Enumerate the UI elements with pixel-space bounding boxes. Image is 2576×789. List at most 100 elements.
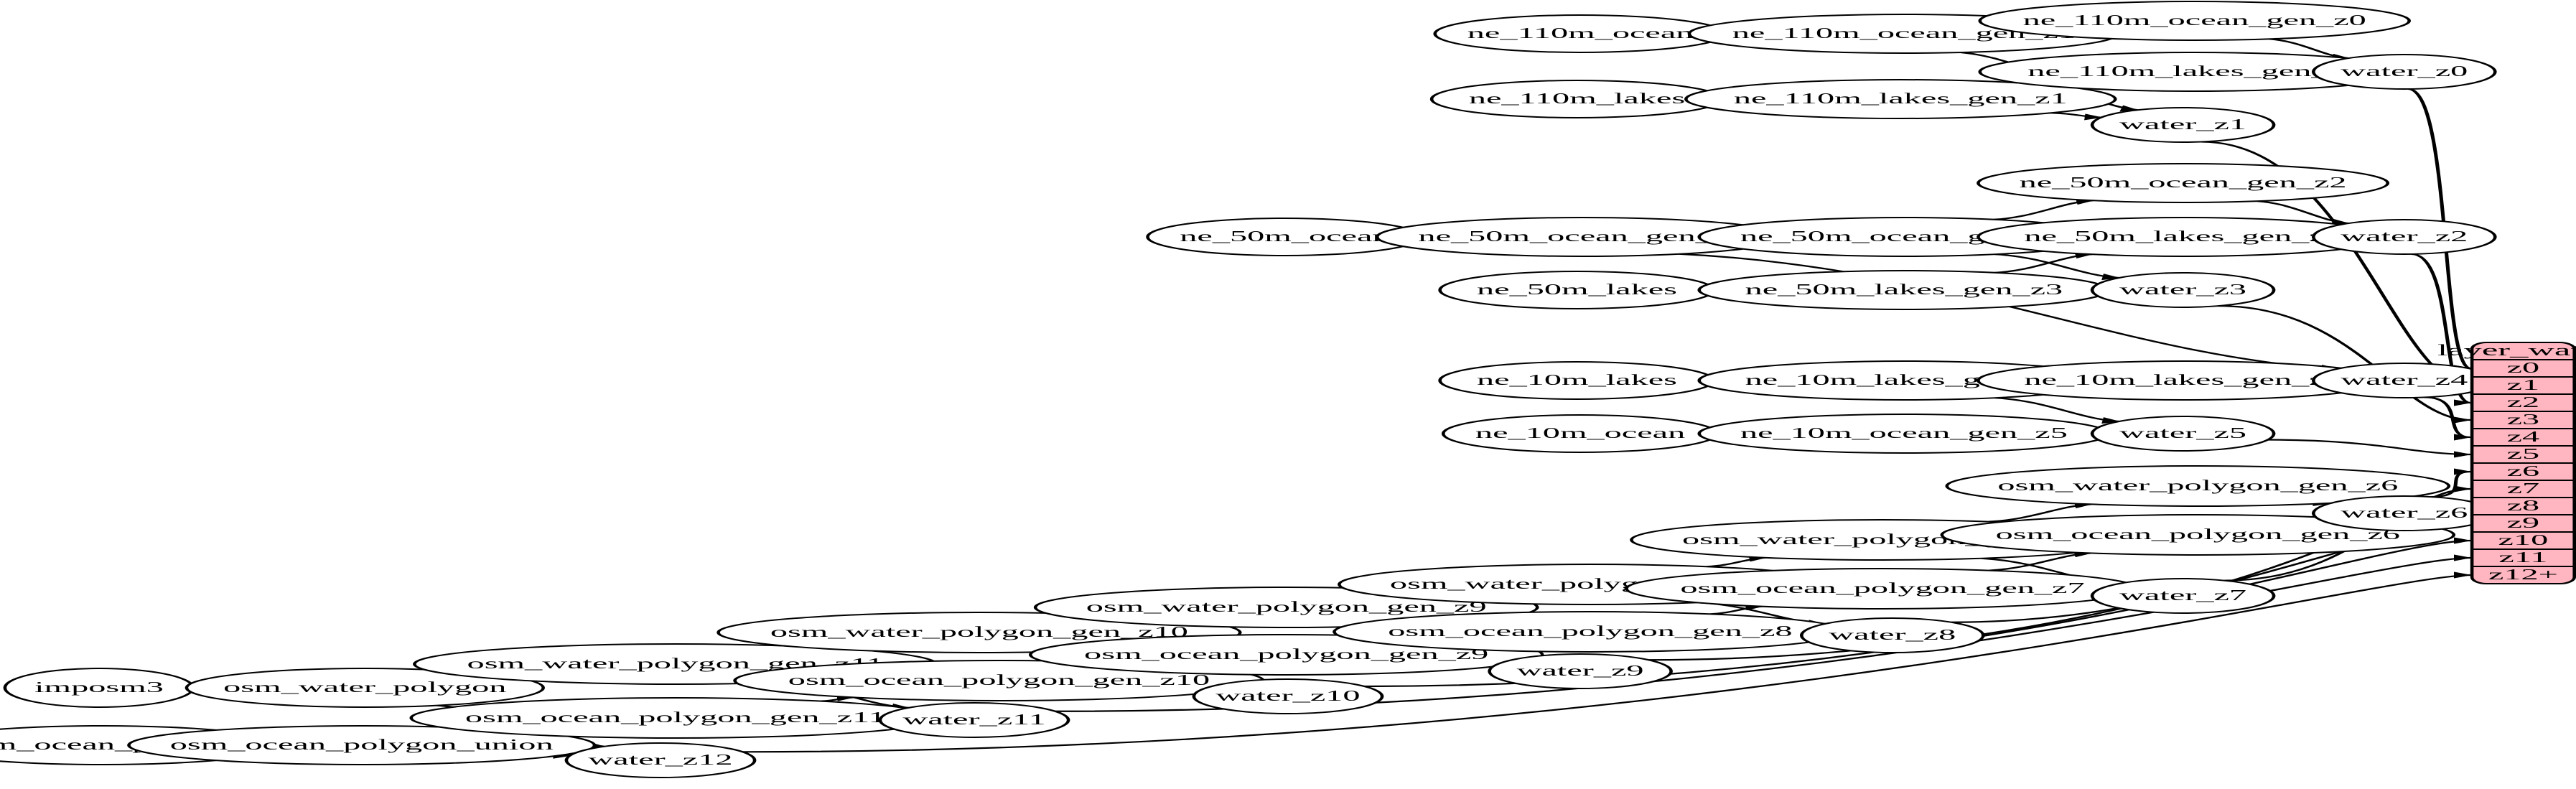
record-node-layer-water[interactable]: layer_waterz0z1z2z3z4z5z6z7z8z9z10z11z12… (2437, 342, 2576, 584)
node-water_z6[interactable]: water_z6 (2311, 495, 2497, 531)
edge-water_z3-to-layer_water (2218, 305, 2473, 424)
node-label: osm_water_polygon_gen_z11 (467, 655, 884, 672)
node-shape (1684, 79, 2117, 119)
edge-water_z6-to-layer_water (2430, 468, 2473, 498)
record-row-z10[interactable]: z10 (2498, 532, 2549, 548)
node-water_z4[interactable]: water_z4 (2311, 363, 2497, 398)
record-row-z3[interactable]: z3 (2507, 411, 2540, 428)
node-label: osm_ocean_polygon_gen_z7 (1680, 580, 2084, 597)
edge-water_z2-to-layer_water (2410, 253, 2473, 406)
node-osm_ocean_polygon_gen_z8[interactable]: osm_ocean_polygon_gen_z8 (1333, 611, 1848, 653)
node-ne_110m_lakes[interactable]: ne_110m_lakes (1429, 80, 1725, 118)
node-label: water_z7 (2119, 587, 2246, 604)
record-title: layer_water (2437, 342, 2576, 359)
node-label: osm_water_polygon_gen_z10 (770, 624, 1188, 640)
node-label: osm_ocean_polygon_gen_z11 (465, 709, 886, 726)
node-water_z8[interactable]: water_z8 (1799, 617, 1985, 653)
node-label: water_z1 (2119, 116, 2246, 133)
node-ne_50m_ocean_gen_z2[interactable]: ne_50m_ocean_gen_z2 (1977, 163, 2390, 203)
node-ne_110m_ocean[interactable]: ne_110m_ocean (1433, 14, 1727, 53)
node-label: water_z8 (1829, 627, 1956, 643)
node-water_z3[interactable]: water_z3 (2090, 272, 2276, 308)
node-label: osm_ocean_polygon_gen_z6 (1996, 526, 2400, 543)
node-label: ne_110m_ocean_gen_z0 (2023, 12, 2366, 29)
node-water_z7[interactable]: water_z7 (2090, 578, 2276, 614)
node-ne_50m_ocean_gen_z4[interactable]: ne_50m_ocean_gen_z4 (1375, 217, 1788, 257)
node-osm_water_polygon_gen_z6[interactable]: osm_water_polygon_gen_z6 (1945, 465, 2451, 507)
node-label: ne_50m_lakes_gen_z3 (1745, 281, 2063, 298)
node-label: water_z0 (2341, 63, 2468, 80)
node-layer: imposm3osm_water_polygonosm_ocean_polygo… (0, 1, 2497, 778)
node-shape (2090, 107, 2276, 143)
node-water_z10[interactable]: water_z10 (1192, 678, 1384, 714)
node-ne_10m_lakes[interactable]: ne_10m_lakes (1438, 361, 1716, 400)
node-shape (1978, 1, 2411, 41)
node-osm_water_polygon[interactable]: osm_water_polygon (185, 668, 545, 708)
node-ne_110m_lakes_gen_z0[interactable]: ne_110m_lakes_gen_z0 (1978, 52, 2411, 92)
record-row-z2[interactable]: z2 (2507, 394, 2540, 411)
node-shape (185, 668, 545, 708)
node-label: ne_10m_ocean_gen_z5 (1740, 425, 2068, 442)
node-water_z11[interactable]: water_z11 (878, 702, 1070, 738)
node-osm_ocean_polygon_gen_z7[interactable]: osm_ocean_polygon_gen_z7 (1625, 568, 2140, 610)
node-shape (564, 742, 757, 778)
node-water_z2[interactable]: water_z2 (2311, 219, 2497, 255)
edge-ne_110m_lakes_gen_z1-to-water_z1 (2051, 112, 2103, 121)
node-label: water_z2 (2341, 228, 2468, 245)
node-label: water_z3 (2119, 281, 2246, 298)
node-water_z12[interactable]: water_z12 (564, 742, 757, 778)
record-row-z6[interactable]: z6 (2507, 463, 2540, 480)
node-shape (1940, 514, 2456, 556)
node-label: water_z10 (1215, 688, 1360, 704)
record-row-z9[interactable]: z9 (2507, 515, 2540, 531)
node-label: ne_10m_ocean (1475, 425, 1686, 442)
node-label: water_z6 (2341, 505, 2468, 521)
node-ne_10m_lakes_gen_z4[interactable]: ne_10m_lakes_gen_z4 (1977, 360, 2390, 401)
record-row-z11[interactable]: z11 (2498, 549, 2547, 566)
record-row-z0[interactable]: z0 (2507, 360, 2540, 376)
node-ne_110m_lakes_gen_z1[interactable]: ne_110m_lakes_gen_z1 (1684, 79, 2117, 119)
node-label: ne_110m_ocean_gen_z1 (1732, 25, 2076, 42)
node-water_z0[interactable]: water_z0 (2311, 54, 2497, 90)
node-shape (878, 702, 1070, 738)
node-label: ne_50m_ocean_gen_z2 (2020, 174, 2347, 191)
record-row-z7[interactable]: z7 (2507, 480, 2540, 497)
record-row-z12+[interactable]: z12+ (2488, 566, 2558, 583)
node-shape (1945, 465, 2451, 507)
record-row-z1[interactable]: z1 (2507, 377, 2540, 393)
edge-water_z5-to-layer_water (2267, 439, 2473, 458)
record-row-z4[interactable]: z4 (2507, 429, 2540, 445)
record-row-z8[interactable]: z8 (2507, 498, 2540, 514)
node-label: ne_10m_lakes_gen_z4 (2024, 372, 2342, 388)
node-ne_50m_lakes_gen_z2[interactable]: ne_50m_lakes_gen_z2 (1977, 217, 2390, 257)
node-ne_50m_lakes[interactable]: ne_50m_lakes (1438, 271, 1716, 309)
node-ne_50m_lakes_gen_z3[interactable]: ne_50m_lakes_gen_z3 (1697, 270, 2111, 310)
node-osm_ocean_polygon_union[interactable]: osm_ocean_polygon_union (127, 725, 597, 765)
node-water_z9[interactable]: water_z9 (1488, 653, 1673, 689)
node-shape (2311, 219, 2497, 255)
node-label: ne_50m_lakes (1477, 281, 1677, 298)
node-label: osm_water_polygon_gen_z6 (1997, 477, 2398, 494)
node-water_z5[interactable]: water_z5 (2090, 416, 2276, 452)
edge-osm_water_polygon_gen_z8-to-osm_water_polygon_gen_z7 (1707, 555, 1768, 568)
node-imposm3[interactable]: imposm3 (3, 668, 195, 708)
node-osm_ocean_polygon_gen_z11[interactable]: osm_ocean_polygon_gen_z11 (409, 697, 941, 739)
node-ne_10m_ocean_gen_z5[interactable]: ne_10m_ocean_gen_z5 (1697, 414, 2111, 454)
record-row-z5[interactable]: z5 (2507, 446, 2540, 462)
node-ne_10m_ocean[interactable]: ne_10m_ocean (1441, 414, 1719, 453)
node-label: imposm3 (34, 679, 164, 696)
node-label: ne_110m_lakes (1469, 90, 1685, 107)
edge-water_z12-to-layer_water (742, 571, 2473, 753)
node-label: ne_110m_lakes_gen_z0 (2027, 63, 2361, 80)
node-label: ne_110m_lakes_gen_z1 (1734, 90, 2068, 107)
edge-ne_50m_ocean_gen_z3-to-ne_50m_ocean_gen_z2 (1994, 198, 2095, 220)
edge-ne_10m_lakes_gen_z5-to-water_z5 (1994, 397, 2121, 424)
edge-osm_water_polygon_gen_z7-to-osm_water_polygon_gen_z6 (1989, 502, 2094, 523)
node-shape (2090, 578, 2276, 614)
node-osm_ocean_polygon_gen_z6[interactable]: osm_ocean_polygon_gen_z6 (1940, 514, 2456, 556)
node-shape (127, 725, 597, 765)
node-label: osm_ocean_polygon_gen_z10 (788, 672, 1210, 688)
node-water_z1[interactable]: water_z1 (2090, 107, 2276, 143)
node-ne_110m_ocean_gen_z0[interactable]: ne_110m_ocean_gen_z0 (1978, 1, 2411, 41)
edge-ne_50m_ocean_gen_z3-to-water_z3 (1994, 253, 2121, 281)
